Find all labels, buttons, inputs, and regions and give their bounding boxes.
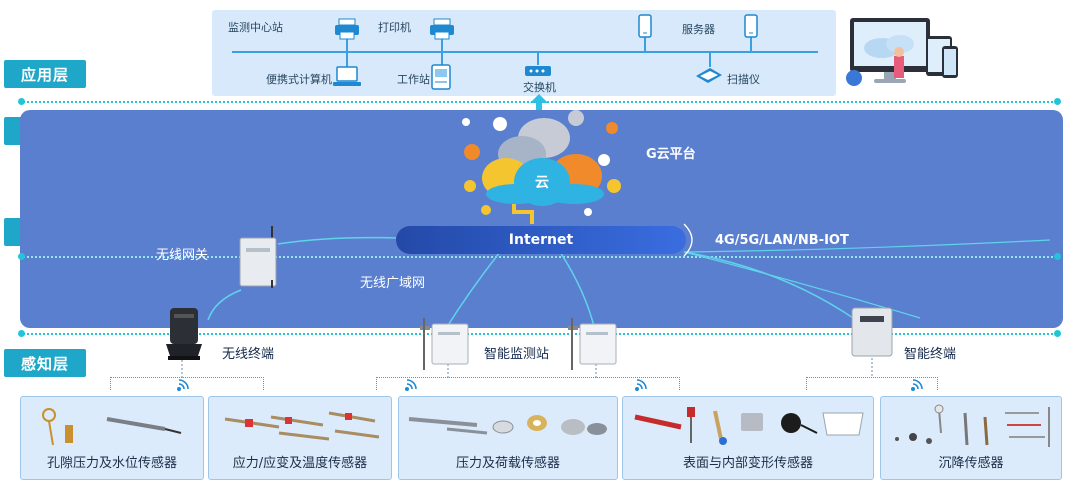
label-switch: 交换机 xyxy=(523,81,556,94)
wireless-wan-label: 无线广域网 xyxy=(360,276,426,291)
deformation-sensor-icon xyxy=(634,407,864,445)
separator-dot xyxy=(1054,330,1061,337)
smart-station-label: 智能监测站 xyxy=(484,347,550,362)
separator-dot xyxy=(1054,98,1061,105)
app-bus-line xyxy=(232,51,818,53)
sensor-label: 表面与内部变形传感器 xyxy=(682,456,813,471)
wireless-terminal-icon xyxy=(166,308,202,360)
smart-terminal-label: 智能终端 xyxy=(904,347,957,362)
bus-drop xyxy=(441,53,443,67)
sensor-box-pressure-load: 压力及荷载传感器 xyxy=(398,396,618,480)
cloud-platform-icon: 云 xyxy=(462,110,621,224)
wifi-icon xyxy=(177,379,189,391)
wireless-terminal-label: 无线终端 xyxy=(222,347,275,362)
scanner-icon xyxy=(696,68,722,83)
group-bracket xyxy=(110,377,264,390)
printer-icon xyxy=(335,18,359,40)
layer-tag-application: 应用层 xyxy=(4,60,86,88)
separator-dot xyxy=(1054,253,1061,260)
smart-station-icon xyxy=(420,318,469,370)
bus-drop xyxy=(346,53,348,67)
pressure-load-sensor-icon xyxy=(408,415,607,435)
application-layer-box: 监测中心站 打印机 服务器 便携式计算机 工作站 交换机 扫描仪 xyxy=(212,10,836,96)
separator-dot xyxy=(18,253,25,260)
laptop-icon xyxy=(333,66,361,86)
wifi-icon xyxy=(405,379,417,391)
uplink-arrow-icon xyxy=(530,94,548,116)
cloud-platform-label: G云平台 xyxy=(646,147,696,162)
sensor-box-strain: 应力/应变及温度传感器 xyxy=(208,396,392,480)
internet-bar: Internet xyxy=(396,226,686,254)
printer-icon xyxy=(430,18,454,40)
separator-line xyxy=(20,101,1060,103)
bus-drop xyxy=(750,34,752,53)
sensor-box-settlement: 沉降传感器 xyxy=(880,396,1062,480)
separator-line xyxy=(20,256,1060,258)
sensor-box-pore-pressure: 孔隙压力及水位传感器 xyxy=(20,396,204,480)
switch-icon xyxy=(525,66,551,76)
sensor-label: 应力/应变及温度传感器 xyxy=(232,456,368,471)
bus-drop xyxy=(441,34,443,53)
sensor-label: 孔隙压力及水位传感器 xyxy=(46,456,177,471)
group-bracket xyxy=(376,377,680,390)
cloud-center-glyph: 云 xyxy=(535,175,549,191)
bus-drop xyxy=(709,53,711,67)
layer-tag-perception: 感知层 xyxy=(4,349,86,377)
bus-drop xyxy=(346,34,348,53)
label-laptop: 便携式计算机 xyxy=(266,73,332,86)
wifi-icon xyxy=(635,379,647,391)
separator-dot xyxy=(18,98,25,105)
bus-drop xyxy=(537,53,539,65)
phone-icon xyxy=(638,14,652,38)
separator-dot xyxy=(18,330,25,337)
sensor-label: 沉降传感器 xyxy=(938,456,1004,471)
phone-icon xyxy=(744,14,758,38)
smart-terminal-icon xyxy=(851,307,893,357)
settlement-sensor-icon xyxy=(895,404,1050,447)
label-scanner: 扫描仪 xyxy=(727,73,760,86)
bus-drop xyxy=(644,34,646,53)
group-bracket xyxy=(806,377,938,390)
label-monitor-center: 监测中心站 xyxy=(228,21,283,34)
protocols-label: 4G/5G/LAN/NB-IOT xyxy=(715,233,849,248)
label-workstation: 工作站 xyxy=(397,73,430,86)
strain-sensor-icon xyxy=(224,411,380,441)
wifi-icon xyxy=(911,379,923,391)
label-printer: 打印机 xyxy=(378,21,411,34)
wireless-gateway-label: 无线网关 xyxy=(156,248,209,263)
wireless-gateway-icon xyxy=(239,226,277,288)
workstation-icon xyxy=(431,64,451,90)
label-server: 服务器 xyxy=(682,23,715,36)
sensor-label: 压力及荷载传感器 xyxy=(455,456,560,471)
sensor-box-deformation: 表面与内部变形传感器 xyxy=(622,396,874,480)
pore-pressure-sensor-icon xyxy=(42,408,182,446)
separator-line xyxy=(20,333,1060,335)
devices-illustration-icon xyxy=(846,18,958,86)
smart-station-icon xyxy=(568,318,617,370)
